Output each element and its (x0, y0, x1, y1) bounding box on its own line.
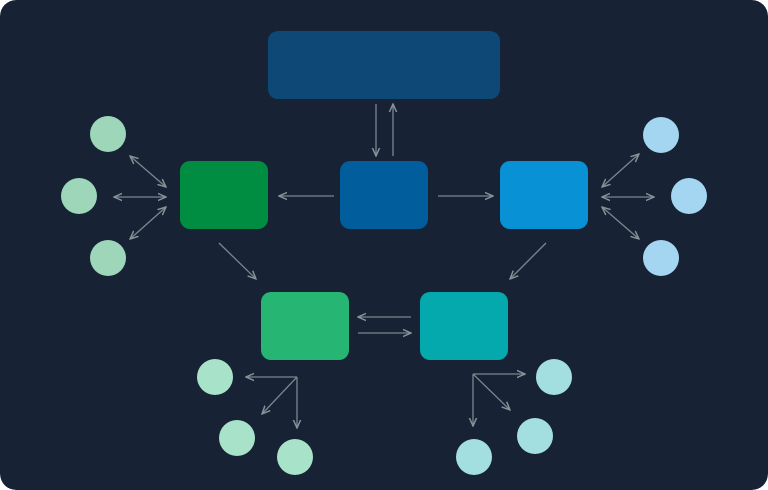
edge-bottom-left-to-bottom-left-leaf-2 (262, 376, 298, 414)
edge-left-to-left-leaf-3 (130, 207, 166, 239)
node-left-leaf-3 (90, 240, 126, 276)
node-right-leaf-1 (643, 117, 679, 153)
node-bottom-right-leaf-3 (456, 439, 492, 475)
node-bottom-right-leaf-2 (517, 418, 553, 454)
node-center (340, 161, 428, 229)
node-bottom-left-leaf-1 (197, 359, 233, 395)
edge-right-to-bottom-right (510, 242, 547, 279)
node-bottom-left-leaf-3 (277, 439, 313, 475)
node-bottom-right-leaf-1 (536, 359, 572, 395)
edge-left-to-bottom-left (218, 242, 256, 279)
edge-bottom-right-to-bottom-right-leaf-2 (472, 373, 510, 410)
node-right-leaf-3 (643, 240, 679, 276)
node-right (500, 161, 588, 229)
node-bottom-right (420, 292, 508, 360)
nodes-layer (61, 31, 707, 475)
edges-layer (114, 104, 654, 428)
node-bottom-left (261, 292, 349, 360)
edge-right-to-right-leaf-3 (602, 207, 639, 239)
node-left-leaf-2 (61, 178, 97, 214)
edge-right-to-right-leaf-1 (602, 154, 639, 187)
node-left (180, 161, 268, 229)
node-left-leaf-1 (90, 116, 126, 152)
node-bottom-left-leaf-2 (219, 420, 255, 456)
edge-left-to-left-leaf-1 (130, 156, 166, 187)
node-top (268, 31, 500, 99)
node-right-leaf-2 (671, 178, 707, 214)
